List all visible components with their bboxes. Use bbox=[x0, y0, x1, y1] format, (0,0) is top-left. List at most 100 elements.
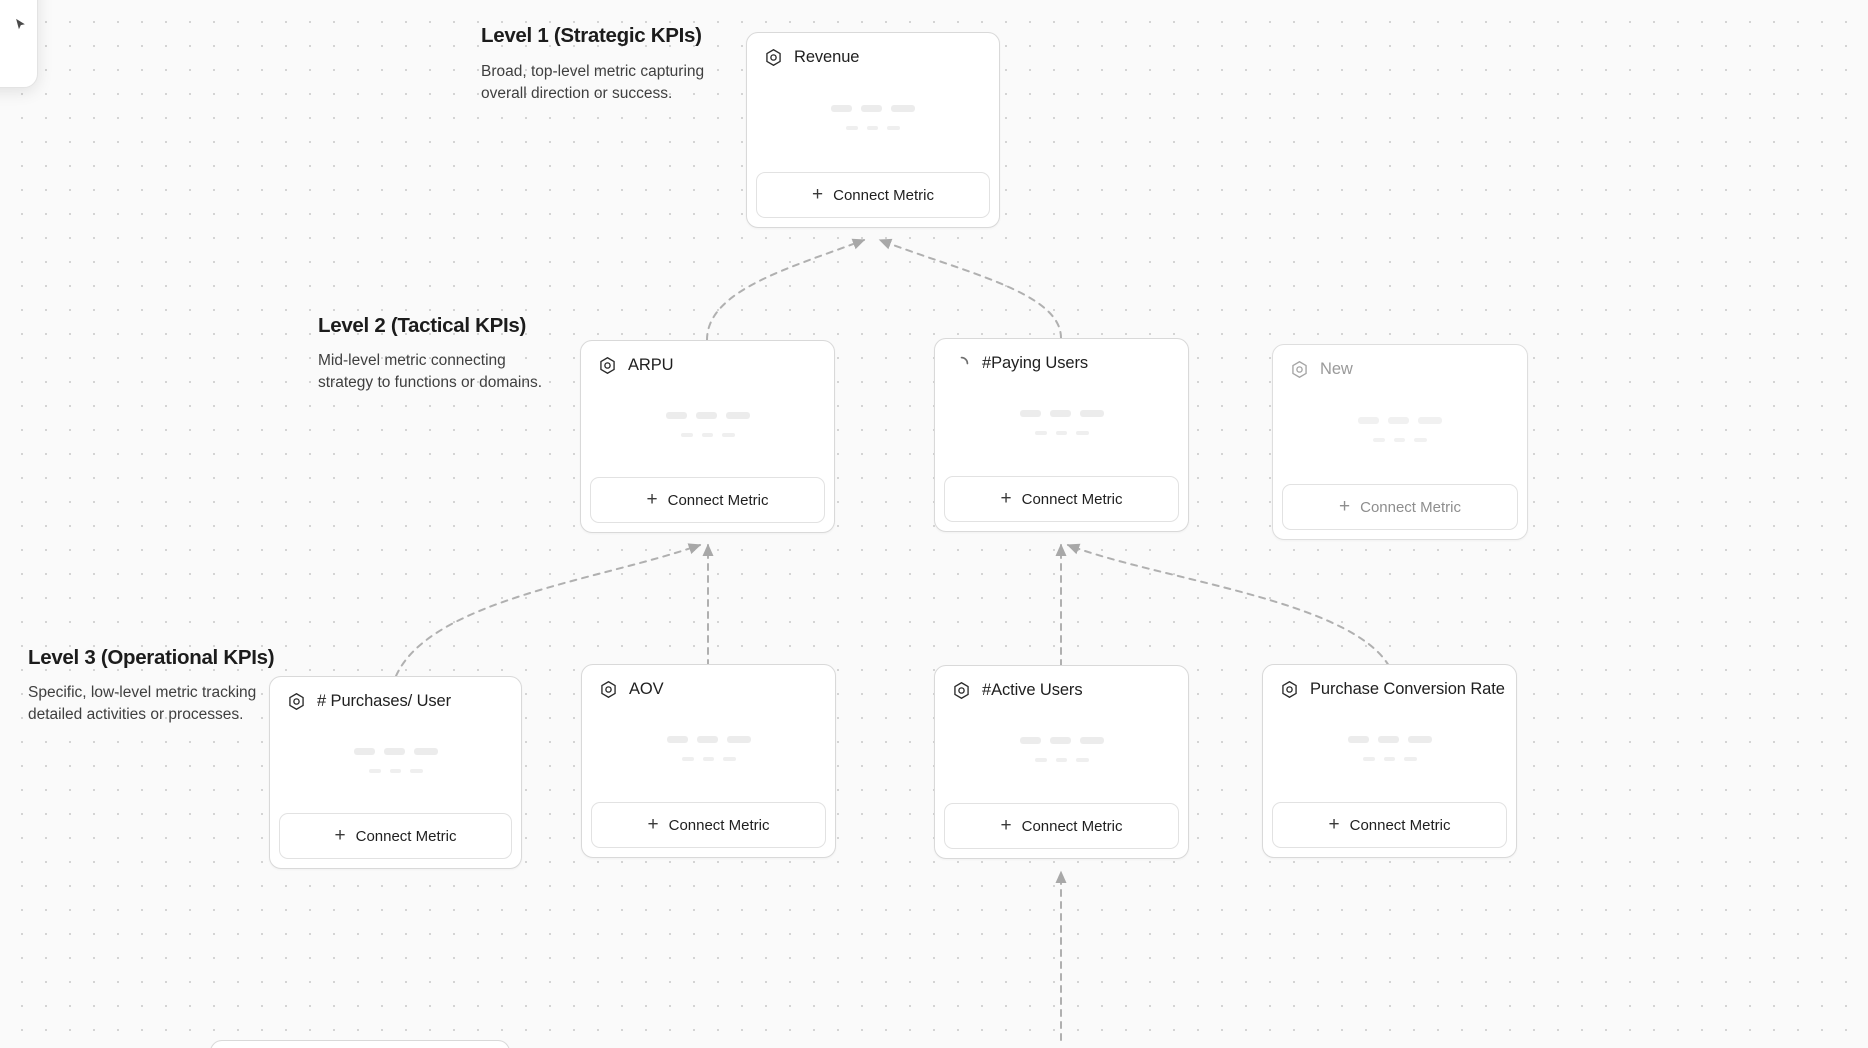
skeleton-row-primary bbox=[831, 105, 915, 112]
card-body-skeleton bbox=[582, 699, 835, 802]
skeleton-row-secondary bbox=[846, 126, 900, 130]
plus-icon: + bbox=[1000, 814, 1012, 836]
card-title: #Active Users bbox=[982, 681, 1083, 699]
skeleton-bar bbox=[1388, 417, 1409, 424]
skeleton-row-primary bbox=[1019, 737, 1104, 744]
skeleton-bar bbox=[353, 747, 375, 755]
level-1-description: Broad, top-level metric capturing overal… bbox=[481, 62, 705, 102]
skeleton-row-primary bbox=[353, 747, 438, 755]
card-title: #Paying Users bbox=[982, 354, 1088, 372]
skeleton-bar bbox=[1358, 417, 1379, 424]
metric-card-partial-offscreen[interactable] bbox=[210, 1040, 510, 1048]
metric-card-arpu[interactable]: ARPU + Connect Metric bbox=[580, 340, 835, 533]
skeleton-bar bbox=[1383, 757, 1395, 761]
connect-metric-button[interactable]: + Connect Metric bbox=[591, 802, 826, 848]
skeleton-bar bbox=[1362, 757, 1375, 761]
connect-metric-button[interactable]: + Connect Metric bbox=[944, 803, 1179, 849]
metric-card-purchase-conversion-rate[interactable]: Purchase Conversion Rate + Connect Metri… bbox=[1262, 664, 1517, 858]
card-header: New bbox=[1273, 345, 1527, 379]
metric-card-paying-users[interactable]: #Paying Users + Connect Metric bbox=[934, 338, 1189, 532]
metric-card-new[interactable]: New + Connect Metric bbox=[1272, 344, 1528, 540]
skeleton-bar bbox=[1407, 736, 1432, 743]
skeleton-bar bbox=[867, 126, 878, 130]
skeleton-bar bbox=[666, 736, 688, 743]
connect-metric-button[interactable]: + Connect Metric bbox=[590, 477, 825, 523]
skeleton-bar bbox=[831, 105, 852, 112]
skeleton-bar bbox=[1049, 737, 1071, 744]
connect-metric-label: Connect Metric bbox=[355, 827, 457, 845]
skeleton-row-secondary bbox=[681, 757, 736, 761]
skeleton-bar bbox=[413, 747, 438, 755]
hexagon-metric-icon bbox=[601, 681, 616, 698]
skeleton-row-secondary bbox=[368, 768, 423, 773]
skeleton-row-secondary bbox=[680, 432, 735, 437]
card-header: # Purchases/ User bbox=[270, 677, 521, 711]
skeleton-bar bbox=[722, 757, 736, 761]
floating-corner-panel[interactable] bbox=[0, 0, 38, 88]
connect-metric-button[interactable]: + Connect Metric bbox=[756, 172, 990, 218]
skeleton-bar bbox=[681, 757, 694, 761]
connect-metric-button[interactable]: + Connect Metric bbox=[279, 813, 512, 859]
skeleton-bar bbox=[1034, 431, 1047, 435]
card-title: Purchase Conversion Rate bbox=[1310, 680, 1505, 698]
skeleton-bar bbox=[702, 757, 714, 761]
connect-metric-label: Connect Metric bbox=[667, 491, 769, 509]
cursor-arrow-icon bbox=[16, 18, 25, 29]
connect-metric-label: Connect Metric bbox=[833, 186, 934, 204]
skeleton-bar bbox=[887, 126, 900, 130]
skeleton-bar bbox=[846, 126, 858, 130]
skeleton-bar bbox=[861, 105, 882, 112]
connect-metric-button[interactable]: + Connect Metric bbox=[1272, 802, 1507, 848]
skeleton-row-secondary bbox=[1034, 758, 1089, 762]
loading-spinner-icon bbox=[960, 356, 969, 365]
connect-metric-button[interactable]: + Connect Metric bbox=[944, 476, 1179, 522]
connect-metric-label: Connect Metric bbox=[668, 816, 770, 834]
card-title: Revenue bbox=[794, 48, 860, 66]
card-title: # Purchases/ User bbox=[317, 692, 452, 710]
skeleton-bar bbox=[1377, 736, 1399, 743]
metric-card-active-users[interactable]: #Active Users + Connect Metric bbox=[934, 665, 1189, 859]
skeleton-bar bbox=[389, 768, 401, 773]
hexagon-metric-icon bbox=[600, 357, 615, 374]
plus-icon: + bbox=[334, 824, 346, 846]
card-header: ARPU bbox=[581, 341, 834, 375]
skeleton-bar bbox=[1019, 410, 1041, 417]
plus-icon: + bbox=[1000, 487, 1012, 509]
level-3-label: Level 3 (Operational KPIs) Specific, low… bbox=[28, 646, 275, 726]
skeleton-bar bbox=[891, 105, 915, 112]
skeleton-row-secondary bbox=[1362, 757, 1417, 761]
level-2-label: Level 2 (Tactical KPIs) Mid-level metric… bbox=[318, 314, 542, 394]
skeleton-bar bbox=[1079, 410, 1104, 417]
level-3-title: Level 3 (Operational KPIs) bbox=[28, 646, 275, 669]
hexagon-metric-icon bbox=[289, 693, 304, 710]
skeleton-row-primary bbox=[666, 736, 751, 743]
skeleton-bar bbox=[1034, 758, 1047, 762]
connect-metric-label: Connect Metric bbox=[1360, 498, 1461, 516]
connect-metric-button[interactable]: + Connect Metric bbox=[1282, 484, 1518, 530]
skeleton-bar bbox=[1414, 438, 1427, 442]
skeleton-bar bbox=[726, 736, 751, 743]
skeleton-bar bbox=[1403, 757, 1417, 761]
connect-metric-label: Connect Metric bbox=[1021, 490, 1123, 508]
card-title: New bbox=[1320, 360, 1353, 378]
metric-card-purchases-per-user[interactable]: # Purchases/ User + Connect Metric bbox=[269, 676, 522, 869]
skeleton-row-primary bbox=[1019, 410, 1104, 417]
card-body-skeleton bbox=[581, 375, 834, 477]
metric-card-revenue[interactable]: Revenue + Connect Metric bbox=[746, 32, 1000, 228]
hexagon-metric-icon bbox=[954, 682, 969, 699]
card-header: Purchase Conversion Rate bbox=[1263, 665, 1516, 699]
skeleton-bar bbox=[1075, 431, 1089, 435]
card-header: #Active Users bbox=[935, 666, 1188, 700]
skeleton-bar bbox=[721, 432, 735, 437]
card-body-skeleton bbox=[1273, 379, 1527, 484]
skeleton-bar bbox=[1394, 438, 1405, 442]
skeleton-bar bbox=[409, 768, 423, 773]
skeleton-bar bbox=[368, 768, 381, 773]
skeleton-bar bbox=[695, 411, 717, 419]
card-header: #Paying Users bbox=[935, 339, 1188, 373]
skeleton-bar bbox=[1079, 737, 1104, 744]
card-body-skeleton bbox=[935, 700, 1188, 803]
metric-card-aov[interactable]: AOV + Connect Metric bbox=[581, 664, 836, 858]
level-2-description: Mid-level metric connecting strategy to … bbox=[318, 351, 543, 391]
